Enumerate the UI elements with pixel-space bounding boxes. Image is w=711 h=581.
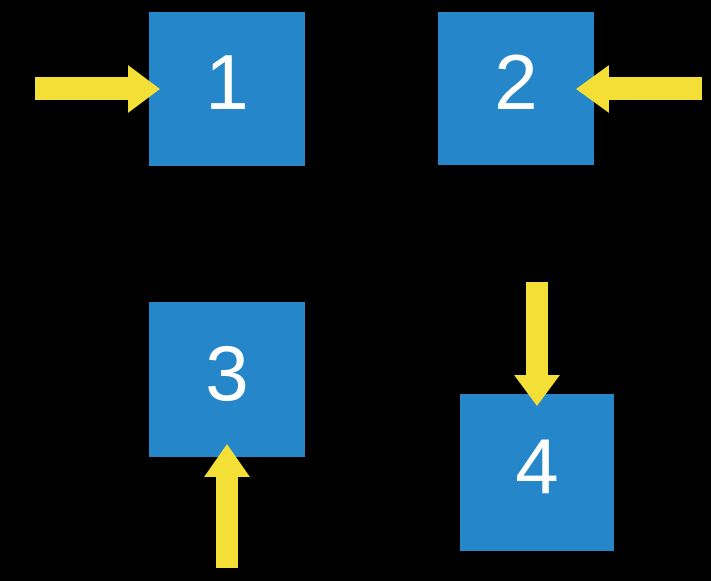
arrow-2-shaft [609,77,702,100]
square-3-label: 3 [205,328,249,417]
arrow-4-head [514,375,560,406]
arrow-1-shaft [35,77,128,100]
square-2-label: 2 [494,37,538,126]
arrow-3-shaft [216,477,238,568]
arrow-pointing-right-icon[interactable] [35,65,160,113]
square-2[interactable]: 2 [438,12,594,165]
square-4[interactable]: 4 [460,394,614,551]
arrow-1-head [128,65,160,113]
square-1-label: 1 [205,38,249,126]
arrow-pointing-left-icon[interactable] [576,65,702,113]
arrow-3-head [204,444,250,477]
square-4-label: 4 [515,421,559,510]
arrow-2-head [576,65,609,113]
arrow-pointing-down-icon[interactable] [514,282,560,406]
arrow-pointing-up-icon[interactable] [204,444,250,568]
square-1[interactable]: 1 [149,12,305,166]
square-3[interactable]: 3 [149,302,305,457]
arrow-4-shaft [526,282,548,375]
